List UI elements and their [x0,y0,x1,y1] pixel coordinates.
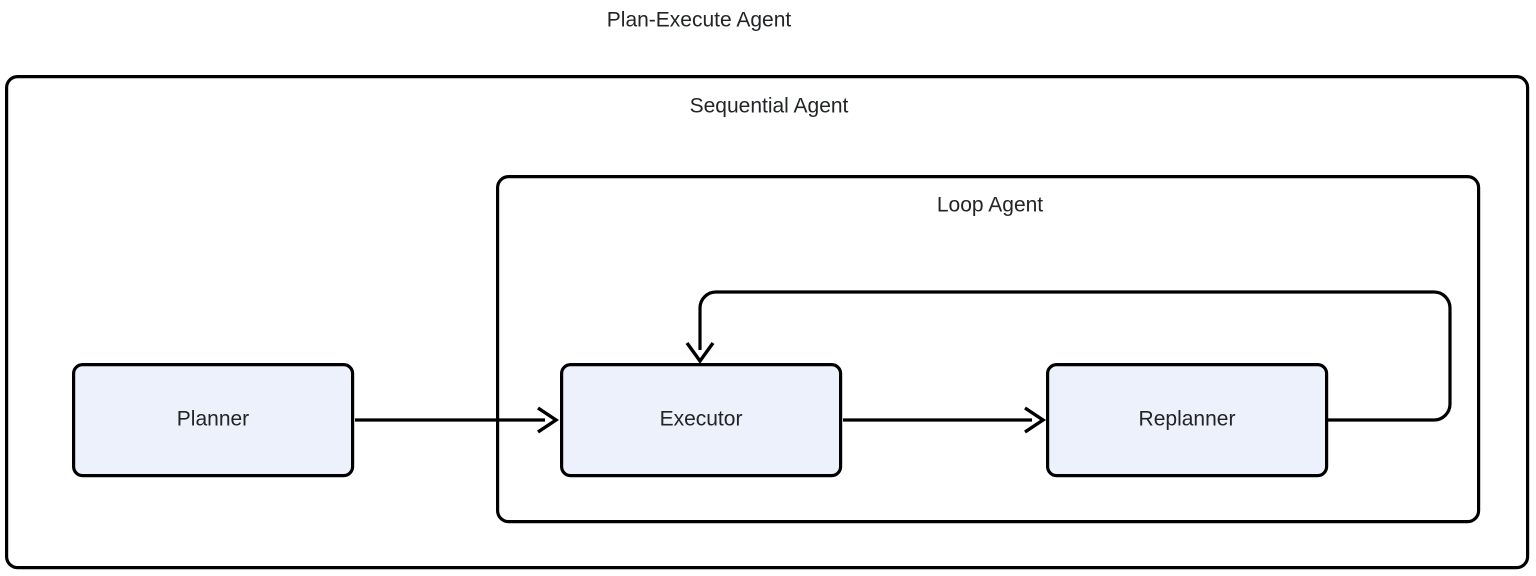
group-label-sequential-agent: Sequential Agent [690,95,849,118]
node-label-executor: Executor [660,408,743,431]
node-box-replanner[interactable] [1045,363,1329,478]
edge-replanner-to-executor-loop-arrowhead [685,342,715,364]
group-box-sequential-agent [4,74,1530,570]
group-label-loop-agent: Loop Agent [937,194,1043,217]
diagram-title: Plan-Execute Agent [607,9,792,32]
edge-executor-to-replanner-arrowhead [1024,406,1047,434]
edge-planner-to-executor-arrowhead [537,406,560,434]
node-label-planner: Planner [177,408,249,431]
node-box-planner[interactable] [71,363,355,478]
edge-replanner-to-executor-loop-line [698,290,1452,422]
group-box-loop-agent [496,175,1481,524]
node-box-executor[interactable] [559,363,843,478]
node-label-replanner: Replanner [1139,408,1236,431]
